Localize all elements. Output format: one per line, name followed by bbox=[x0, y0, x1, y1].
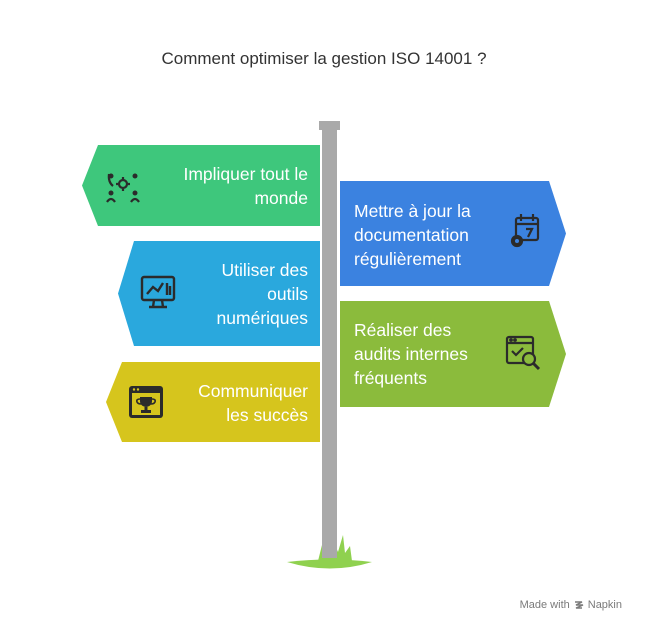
sign-label-communiquer: Communiquer les succès bbox=[198, 381, 308, 425]
window-search-icon bbox=[505, 335, 541, 371]
sign-board bbox=[82, 145, 320, 226]
diagram-title: Comment optimiser la gestion ISO 14001 ? bbox=[161, 49, 487, 68]
sign-label-utiliser: Utiliser des outils numériques bbox=[216, 260, 308, 328]
trophy-screen-icon bbox=[129, 386, 163, 418]
sign-board bbox=[118, 241, 320, 346]
napkin-logo-icon bbox=[574, 601, 584, 609]
sign-label-mettre-a-jour: Mettre à jour la documentation régulière… bbox=[354, 201, 471, 269]
made-with-label: Made with bbox=[519, 599, 570, 611]
team-gear-icon bbox=[106, 173, 140, 203]
sign-impliquer bbox=[82, 145, 320, 226]
sign-communiquer bbox=[106, 362, 320, 442]
sign-board bbox=[340, 181, 566, 286]
signpost-pole bbox=[322, 129, 337, 558]
sign-label-impliquer: Impliquer tout le monde bbox=[183, 164, 308, 208]
monitor-chart-icon bbox=[140, 275, 176, 309]
calendar-gear-icon bbox=[510, 214, 540, 248]
sign-mettre-a-jour bbox=[340, 181, 566, 286]
footer-credit: Made with Napkin bbox=[520, 599, 622, 611]
sign-realiser bbox=[340, 301, 566, 407]
sign-board bbox=[340, 301, 566, 407]
signpost-pole-cap bbox=[319, 121, 340, 130]
sign-board bbox=[106, 362, 320, 442]
sign-label-realiser: Réaliser des audits internes fréquents bbox=[354, 320, 468, 388]
sign-utiliser bbox=[118, 241, 320, 346]
napkin-brand: Napkin bbox=[587, 599, 622, 611]
